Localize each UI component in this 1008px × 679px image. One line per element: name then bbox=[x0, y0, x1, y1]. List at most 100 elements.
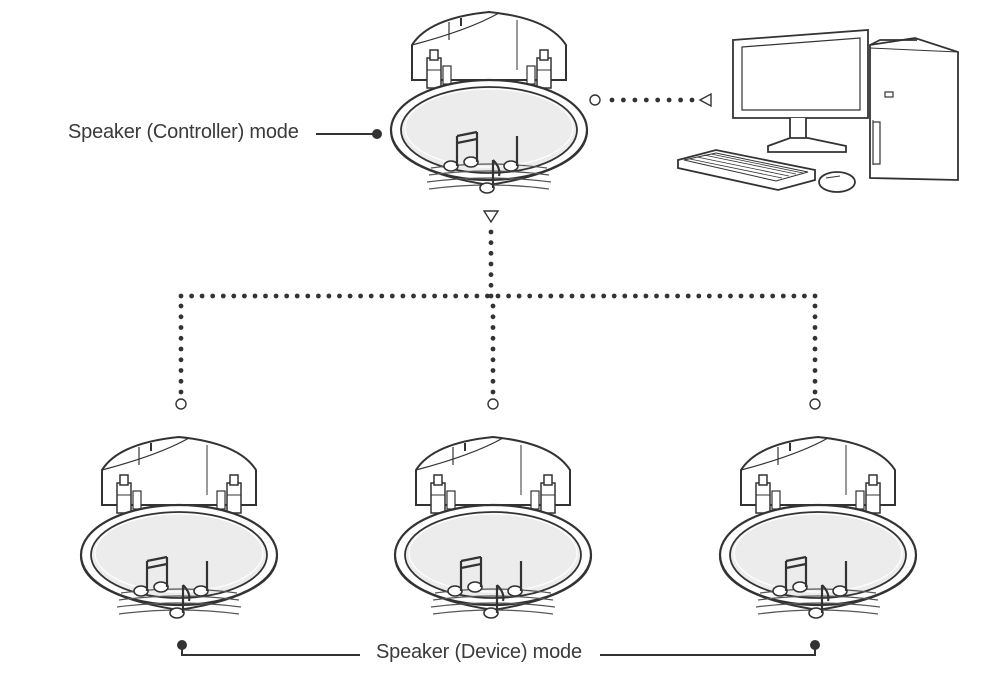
connection-dot bbox=[495, 293, 501, 299]
connection-dot bbox=[432, 293, 437, 299]
connection-dot bbox=[759, 293, 765, 299]
controller-speaker-icon bbox=[389, 10, 589, 195]
connection-dot bbox=[490, 303, 496, 309]
connection-dot bbox=[696, 293, 702, 299]
connection-dot bbox=[812, 335, 818, 341]
connection-dot bbox=[490, 335, 496, 341]
connection-dot bbox=[474, 293, 480, 299]
connection-dot bbox=[178, 346, 184, 352]
connection-dot bbox=[490, 378, 496, 384]
connection-dot bbox=[622, 293, 628, 299]
connection-dot bbox=[178, 357, 184, 363]
connection-dot bbox=[442, 293, 448, 299]
device-label-bracket bbox=[177, 640, 820, 656]
network-port-circle bbox=[175, 398, 187, 410]
connection-dot bbox=[488, 229, 494, 235]
connection-dot bbox=[421, 293, 427, 299]
connection-dot bbox=[666, 97, 672, 103]
connection-dot bbox=[633, 293, 638, 299]
connection-dot bbox=[488, 240, 494, 246]
connection-dot bbox=[231, 293, 237, 299]
connection-dot bbox=[802, 293, 807, 299]
connection-dot bbox=[812, 293, 818, 299]
connection-dot bbox=[488, 250, 494, 256]
connection-dot bbox=[488, 261, 494, 267]
connection-dot bbox=[220, 293, 226, 299]
connection-dot bbox=[516, 293, 522, 299]
connection-dot bbox=[611, 293, 617, 299]
connection-dot bbox=[548, 293, 554, 299]
connection-dot bbox=[358, 293, 363, 299]
connection-dot bbox=[728, 293, 733, 299]
connection-dot bbox=[263, 293, 268, 299]
connection-dot bbox=[770, 293, 776, 299]
connection-dot bbox=[178, 335, 184, 341]
connection-dot bbox=[242, 293, 247, 299]
connection-dot bbox=[812, 389, 818, 395]
connection-dot bbox=[411, 293, 416, 299]
connection-dot bbox=[812, 325, 818, 330]
network-port-triangle bbox=[482, 210, 500, 224]
connection-dot bbox=[780, 293, 786, 299]
connection-dot bbox=[791, 293, 797, 299]
connection-dot bbox=[717, 293, 723, 299]
connection-dot bbox=[488, 293, 494, 299]
connection-dot bbox=[400, 293, 406, 299]
desktop-computer-icon bbox=[677, 29, 959, 193]
connection-dot bbox=[654, 293, 659, 299]
connection-dot bbox=[506, 293, 511, 299]
connection-dot bbox=[189, 293, 195, 299]
device-speaker-1-icon bbox=[79, 435, 279, 620]
connection-dot bbox=[490, 368, 496, 373]
connection-dot bbox=[326, 293, 332, 299]
connection-dot bbox=[632, 97, 638, 103]
connection-dot bbox=[490, 314, 496, 320]
connection-dot bbox=[812, 357, 818, 363]
connection-dot bbox=[178, 368, 184, 373]
connection-dot bbox=[379, 293, 385, 299]
connection-dot bbox=[738, 293, 744, 299]
connection-dot bbox=[485, 293, 490, 299]
connection-dot bbox=[812, 346, 818, 352]
connection-dot bbox=[488, 282, 494, 288]
connection-dot bbox=[368, 293, 374, 299]
connection-dot bbox=[580, 293, 585, 299]
connection-dot bbox=[675, 293, 680, 299]
connection-dot bbox=[453, 293, 459, 299]
connection-dot bbox=[389, 293, 395, 299]
connection-dot bbox=[463, 293, 469, 299]
connection-dot bbox=[178, 293, 184, 299]
connection-dot bbox=[643, 97, 649, 103]
connection-dot bbox=[347, 293, 353, 299]
device-speaker-3-icon bbox=[718, 435, 918, 620]
connection-dot bbox=[527, 293, 533, 299]
device-speaker-2-icon bbox=[393, 435, 593, 620]
connection-dot bbox=[643, 293, 649, 299]
connection-dot bbox=[749, 293, 754, 299]
network-port-circle bbox=[809, 398, 821, 410]
controller-mode-label: Speaker (Controller) mode bbox=[68, 121, 299, 143]
connection-dot bbox=[178, 325, 184, 330]
connection-dot bbox=[537, 293, 543, 299]
connection-dot bbox=[252, 293, 258, 299]
connection-dot bbox=[664, 293, 670, 299]
connection-dot bbox=[199, 293, 205, 299]
connection-dot bbox=[812, 378, 818, 384]
network-connections bbox=[178, 97, 818, 395]
connector-markers bbox=[175, 92, 821, 410]
connection-dot bbox=[609, 97, 615, 103]
network-port-circle bbox=[487, 398, 499, 410]
controller-label-leader bbox=[316, 129, 382, 139]
connection-dot bbox=[590, 293, 596, 299]
connection-dot bbox=[305, 293, 311, 299]
connection-dot bbox=[178, 314, 184, 320]
connection-dot bbox=[601, 293, 607, 299]
connection-dot bbox=[678, 97, 683, 103]
connection-dot bbox=[559, 293, 564, 299]
connection-dot bbox=[685, 293, 691, 299]
connection-dot bbox=[316, 293, 321, 299]
connection-dot bbox=[178, 378, 184, 384]
connection-dot bbox=[210, 293, 216, 299]
connection-dot bbox=[569, 293, 575, 299]
